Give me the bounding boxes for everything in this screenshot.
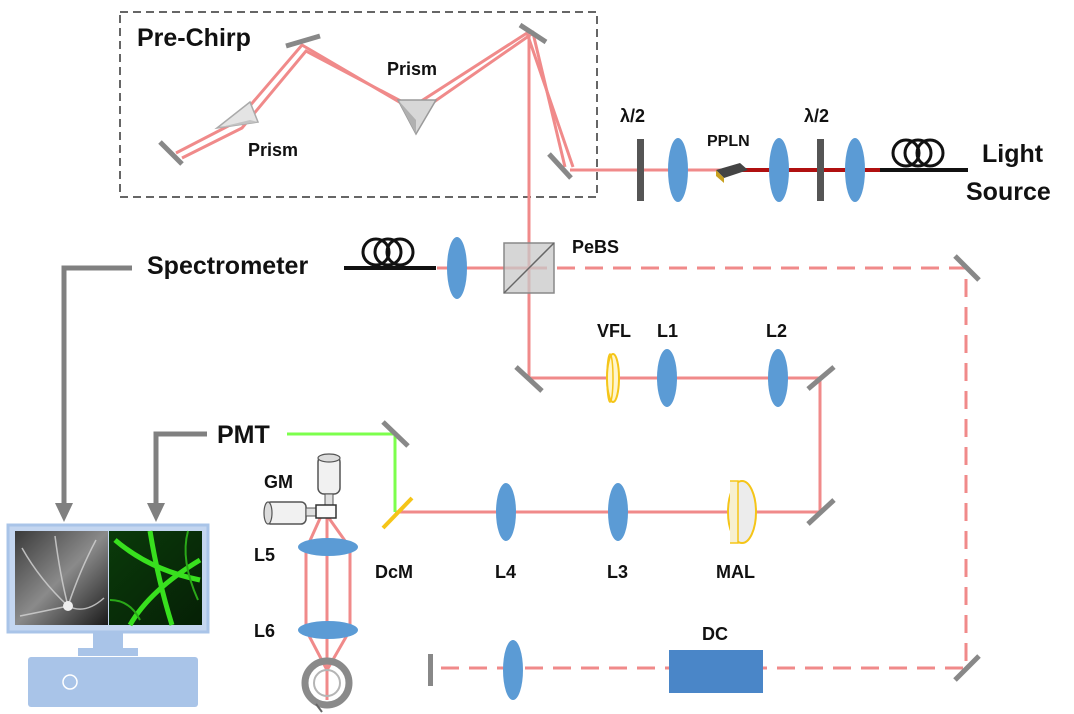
pre-chirp-beams [175,30,575,168]
prism-top-label: Prism [387,59,437,79]
dispersion-compensator [669,650,763,693]
beam-reference [432,266,968,670]
lens-reference [503,640,523,700]
mirror-mid-right [547,152,573,180]
mirror-top-left [285,33,321,49]
mirror-pebs-bottom [514,365,544,393]
mirror-pmt [381,420,410,448]
light-source-label-2: Source [966,178,1051,206]
lens-l4 [496,483,516,541]
l4-label: L4 [495,562,516,582]
half-wave-1-label: λ/2 [620,106,645,126]
lens-spectrometer [447,237,467,299]
mirror-ref-bottom [953,654,981,682]
half-wave-2-label: λ/2 [804,106,829,126]
l1-label: L1 [657,321,678,341]
mirror-reference-end [428,654,433,686]
lens-l6 [298,621,358,639]
fiber-coil-spectrometer [344,237,436,270]
pmt-label: PMT [217,421,270,449]
lens-l1 [657,349,677,407]
galvo-mirror-icon [263,453,341,525]
arrow-spectrometer [61,265,132,505]
lens-source-2 [769,138,789,202]
mal-label: MAL [716,562,755,582]
mirror-right-top [806,365,836,391]
lens-source-1 [668,138,688,202]
dcm-label: DcM [375,562,413,582]
monitor-icon [6,523,210,707]
l6-label: L6 [254,621,275,641]
prism-left [214,100,260,130]
fiber-coil-icon [880,138,968,172]
arrow-pmt [153,431,207,505]
light-source-label-1: Light [982,140,1044,168]
lens-vfl [606,353,620,403]
vfl-label: VFL [597,321,631,341]
eye-icon [301,657,353,713]
spectrometer-label: Spectrometer [147,252,308,280]
lens-mal [727,480,757,544]
l2-label: L2 [766,321,787,341]
mirror-top-right [518,22,548,45]
pre-chirp-box [119,11,598,198]
beam-splitter [503,242,555,294]
gm-label: GM [264,472,293,492]
prism-top [396,99,438,136]
mirror-ref-top [953,254,981,282]
lens-l3 [608,483,628,541]
dichroic-mirror [381,496,414,530]
prism-left-label: Prism [248,140,298,160]
pebs-label: PeBS [572,237,619,257]
lens-l2 [768,349,788,407]
ppln-crystal [716,163,748,183]
lens-source-3 [845,138,865,202]
l3-label: L3 [607,562,628,582]
half-wave-plate-2 [817,139,824,201]
ppln-label: PPLN [707,133,750,150]
mirror-left [158,140,184,166]
mirror-right-bottom [806,498,836,526]
dc-label: DC [702,624,728,644]
pre-chirp-label: Pre-Chirp [137,24,251,52]
l5-label: L5 [254,545,275,565]
lens-l5 [298,538,358,556]
half-wave-plate-1 [637,139,644,201]
beam-fluorescence [287,432,397,512]
